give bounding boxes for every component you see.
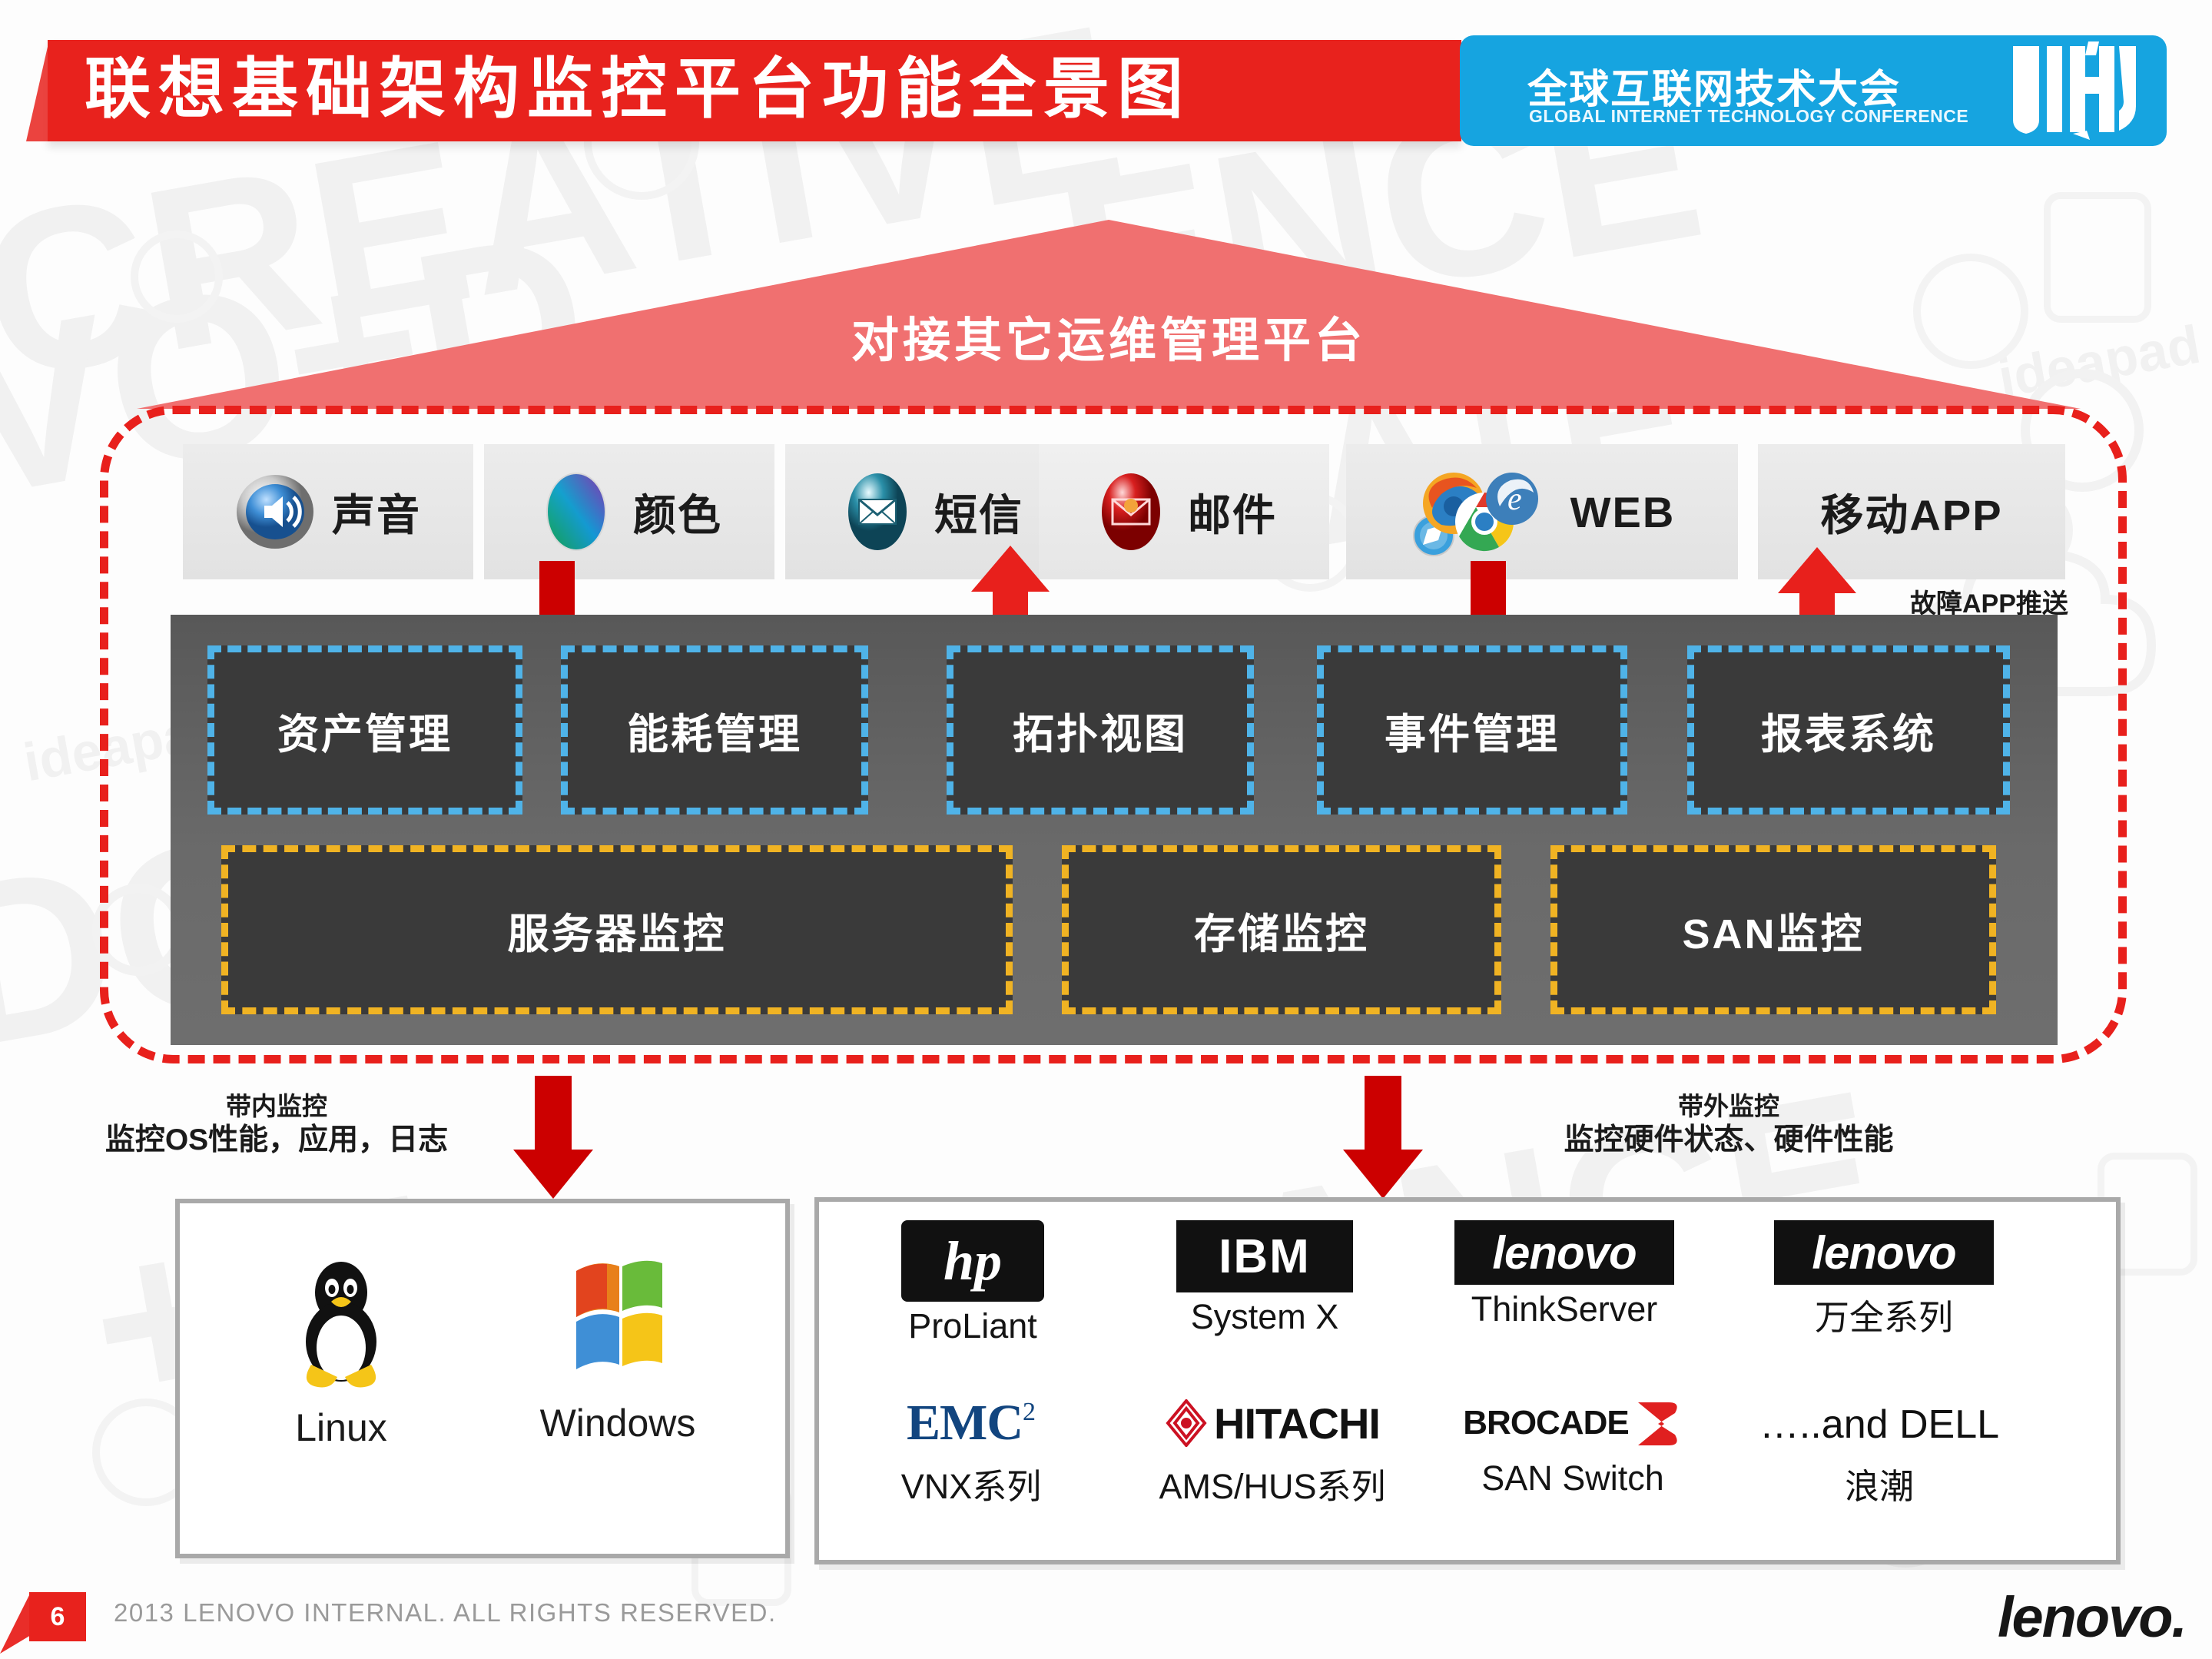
channel-label-web: WEB xyxy=(1570,487,1676,536)
channel-box-sound[interactable]: 声音 xyxy=(183,444,473,579)
module-event-management[interactable]: 事件管理 xyxy=(1317,645,1627,815)
hw-name-sanswitch: SAN Switch xyxy=(1481,1458,1664,1498)
hw-name-wanquan: 万全系列 xyxy=(1814,1298,1953,1337)
header-bar-corner xyxy=(26,40,49,141)
conference-badge-en: GLOBAL INTERNET TECHNOLOGY CONFERENCE xyxy=(1529,106,1969,126)
os-item-linux: Linux xyxy=(226,1249,456,1450)
hw-cell-wanquan: lenovo 万全系列 xyxy=(1753,1220,2015,1339)
caption-outband: 带外监控 监控硬件状态、硬件性能 xyxy=(1514,1091,1944,1159)
os-label-windows: Windows xyxy=(539,1402,696,1445)
module-server-monitoring[interactable]: 服务器监控 xyxy=(221,845,1013,1014)
module-storage-monitoring[interactable]: 存储监控 xyxy=(1062,845,1501,1014)
page-number-tail xyxy=(0,1592,31,1654)
app-push-note: 故障APP推送 xyxy=(1910,589,2068,619)
module-san-monitoring[interactable]: SAN监控 xyxy=(1550,845,1996,1014)
hw-cell-others: …..and DELL 浪潮 xyxy=(1741,1395,2018,1508)
brocade-mark-icon xyxy=(1637,1402,1677,1445)
hw-cell-systemx: IBM System X xyxy=(1149,1220,1380,1337)
color-wheel-icon xyxy=(546,473,606,551)
module-energy-management[interactable]: 能耗管理 xyxy=(561,645,868,815)
gitc-shield-icon xyxy=(2007,41,2139,140)
conference-badge: 全球互联网技术大会 GLOBAL INTERNET TECHNOLOGY CON… xyxy=(1460,35,2167,146)
os-label-linux: Linux xyxy=(295,1406,387,1449)
browsers-icon: e xyxy=(1412,473,1538,556)
module-topology-view[interactable]: 拓扑视图 xyxy=(947,645,1254,815)
lenovo-logo-text: lenovo xyxy=(1492,1226,1637,1279)
page-title: 联想基础架构监控平台功能全景图 xyxy=(85,52,1191,126)
hw-name-inspur: 浪潮 xyxy=(1844,1467,1914,1506)
os-item-windows: Windows xyxy=(502,1245,733,1445)
channel-label-mobile-app: 移动APP xyxy=(1820,490,2003,539)
module-report-system[interactable]: 报表系统 xyxy=(1687,645,2010,815)
ibm-logo: IBM xyxy=(1176,1220,1353,1292)
caption-inband: 带内监控 监控OS性能，应用，日志 xyxy=(61,1091,492,1159)
integration-banner-label: 对接其它运维管理平台 xyxy=(851,314,1366,367)
hw-name-thinkserver: ThinkServer xyxy=(1471,1289,1658,1329)
copyright-text: 2013 LENOVO INTERNAL. ALL RIGHTS RESERVE… xyxy=(114,1598,777,1627)
lenovo-logo-2: lenovo xyxy=(1774,1220,1994,1285)
arrow-up-sms xyxy=(971,546,1050,661)
hp-logo: hp xyxy=(901,1220,1044,1302)
brocade-logo: BROCADE xyxy=(1463,1404,1629,1442)
channel-box-color[interactable]: 颜色 xyxy=(484,444,774,579)
lenovo-logo: lenovo xyxy=(1454,1220,1674,1285)
channel-box-web[interactable]: e WEB xyxy=(1346,444,1738,579)
platform-core-panel: 资产管理 能耗管理 拓扑视图 事件管理 报表系统 服务器监控 存储监控 SAN监… xyxy=(171,615,2058,1045)
arrow-down-outband xyxy=(1343,1076,1423,1199)
speaker-icon xyxy=(237,475,313,549)
hp-logo-text: hp xyxy=(943,1229,1003,1292)
hw-name-proliant: ProLiant xyxy=(908,1306,1037,1345)
linux-penguin-icon xyxy=(306,1262,376,1388)
lenovo-logo-2-text: lenovo xyxy=(1812,1226,1956,1279)
hitachi-mark-icon xyxy=(1166,1399,1207,1447)
hw-cell-vnx: EMC 2 VNX系列 xyxy=(856,1392,1086,1508)
others-vendor-label: …..and DELL xyxy=(1759,1402,2000,1447)
emc-logo: EMC xyxy=(907,1395,1023,1451)
arrow-down-inband xyxy=(513,1076,593,1199)
hw-name-vnx: VNX系列 xyxy=(900,1467,1042,1506)
caption-outband-line2: 监控硬件状态、硬件性能 xyxy=(1564,1123,1894,1157)
caption-outband-line1: 带外监控 xyxy=(1678,1092,1779,1120)
mail-envelope-icon xyxy=(1102,473,1160,550)
hw-cell-thinkserver: lenovo ThinkServer xyxy=(1434,1220,1695,1329)
caption-inband-line1: 带内监控 xyxy=(226,1092,327,1120)
windows-flag-icon xyxy=(576,1260,662,1369)
hardware-support-box: hp ProLiant IBM System X lenovo ThinkSer… xyxy=(814,1197,2121,1564)
channel-label-sound: 声音 xyxy=(332,490,421,539)
module-asset-management[interactable]: 资产管理 xyxy=(207,645,522,815)
hw-cell-proliant: hp ProLiant xyxy=(857,1220,1088,1346)
arrow-up-mobile-app xyxy=(1778,547,1856,662)
channel-box-sms[interactable]: 短信 xyxy=(785,444,1076,579)
conference-badge-cn: 全球互联网技术大会 xyxy=(1527,68,1902,112)
hw-name-amshus: AMS/HUS系列 xyxy=(1159,1467,1386,1506)
hw-name-systemx: System X xyxy=(1190,1297,1339,1336)
hw-cell-sanswitch: BROCADE SAN Switch xyxy=(1446,1392,1700,1498)
sms-envelope-icon xyxy=(848,473,907,550)
os-support-box: Linux Windows xyxy=(175,1199,790,1558)
ibm-logo-text: IBM xyxy=(1219,1229,1311,1283)
channel-label-mail: 邮件 xyxy=(1188,490,1277,539)
caption-inband-line2: 监控OS性能，应用，日志 xyxy=(104,1123,449,1157)
emc-logo-superscript: 2 xyxy=(1022,1398,1036,1426)
lenovo-brand-logo: lenovo. xyxy=(1997,1585,2187,1649)
platform-boundary xyxy=(100,406,2127,1063)
svg-text:e: e xyxy=(1507,482,1522,517)
hitachi-logo: HITACHI xyxy=(1214,1399,1381,1448)
channel-box-mail[interactable]: 邮件 xyxy=(1039,444,1329,579)
hw-cell-amshus: HITACHI AMS/HUS系列 xyxy=(1126,1392,1418,1508)
channel-label-color: 颜色 xyxy=(633,490,722,539)
channel-label-sms: 短信 xyxy=(934,490,1023,539)
page-number-badge: 6 xyxy=(29,1592,86,1641)
